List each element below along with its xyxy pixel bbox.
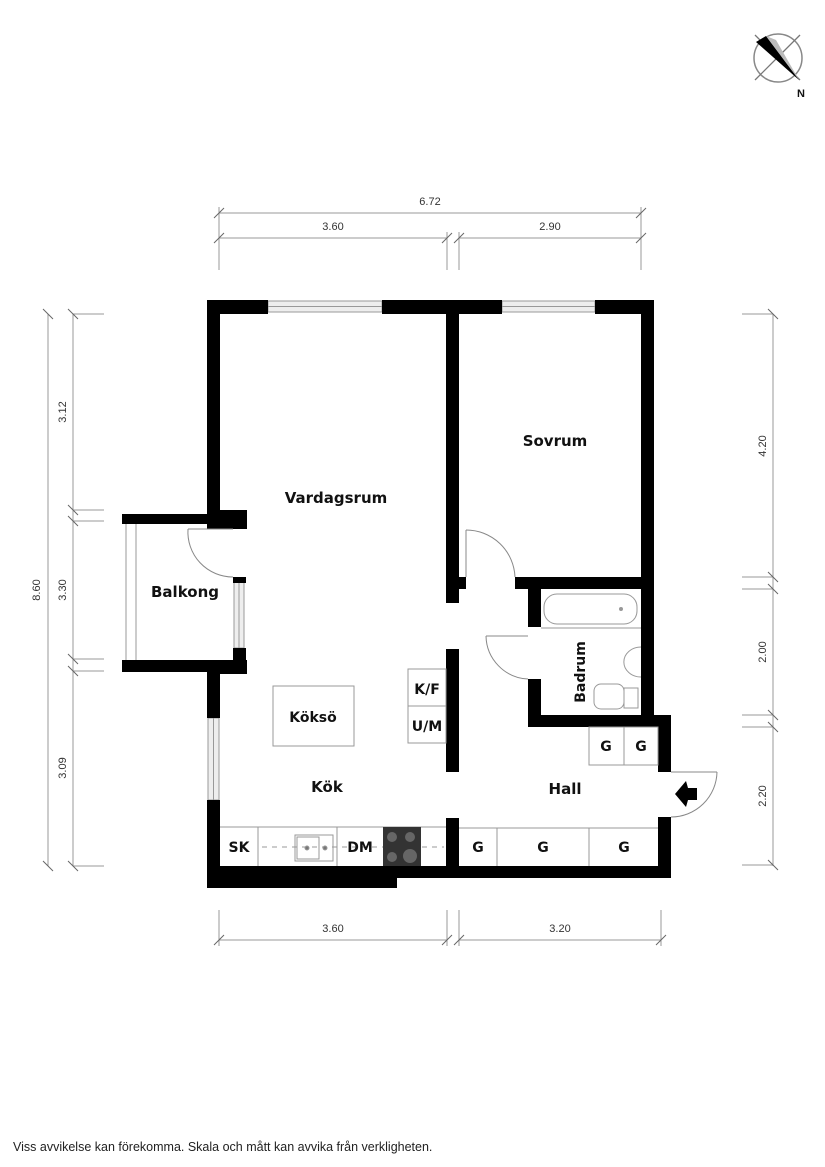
fixture-label-fridge-freezer: K/F — [414, 682, 440, 698]
room-label-vardagsrum: Vardagsrum — [285, 489, 388, 507]
fixture-label-wardrobe: G — [600, 739, 612, 755]
dim-bottom-left: 3.60 — [322, 923, 343, 935]
kitchen-island — [272, 685, 355, 747]
doors — [187, 528, 718, 818]
hall-storage — [459, 726, 659, 866]
dim-left-mid: 3.30 — [57, 579, 69, 600]
entrance-arrow-icon — [675, 781, 697, 807]
north-label: N — [797, 88, 805, 100]
room-label-kok: Kök — [311, 778, 344, 796]
dim-right-top: 4.20 — [757, 435, 769, 456]
bathtub-icon — [543, 593, 638, 625]
dimension-lines — [42, 207, 779, 946]
walls — [122, 300, 671, 888]
room-label-kitchen-island: Köksö — [289, 710, 337, 726]
fixture-label-wardrobe: G — [618, 840, 630, 856]
room-label-sovrum: Sovrum — [523, 432, 588, 450]
balcony-railing — [125, 523, 137, 661]
disclaimer-text: Viss avvikelse kan förekomma. Skala och … — [13, 1140, 433, 1154]
dim-top-left: 3.60 — [322, 221, 343, 233]
dim-top-right: 2.90 — [539, 221, 560, 233]
dim-left-total: 8.60 — [31, 579, 43, 600]
dim-bottom-right: 3.20 — [549, 923, 570, 935]
sink-icon — [294, 834, 334, 862]
fixture-label-oven-microwave: U/M — [412, 719, 442, 735]
fixture-label-wardrobe: G — [635, 739, 647, 755]
fixture-label-dishwasher: DM — [347, 840, 373, 856]
compass-icon: N — [753, 33, 805, 100]
fixture-label-cabinet: SK — [229, 840, 251, 856]
stove-icon — [383, 827, 421, 866]
room-label-badrum: Badrum — [573, 641, 589, 703]
fixture-label-wardrobe: G — [472, 840, 484, 856]
bathroom-fixtures — [541, 593, 642, 710]
sink-icon — [623, 646, 642, 678]
dim-left-bottom: 3.09 — [57, 757, 69, 778]
dim-top-total: 6.72 — [419, 196, 440, 208]
room-label-hall: Hall — [549, 780, 582, 798]
fixture-label-wardrobe: G — [537, 840, 549, 856]
dim-right-mid: 2.00 — [757, 641, 769, 662]
toilet-icon — [593, 683, 625, 710]
room-label-balkong: Balkong — [151, 583, 219, 601]
dim-left-top: 3.12 — [57, 401, 69, 422]
dim-right-bottom: 2.20 — [757, 785, 769, 806]
